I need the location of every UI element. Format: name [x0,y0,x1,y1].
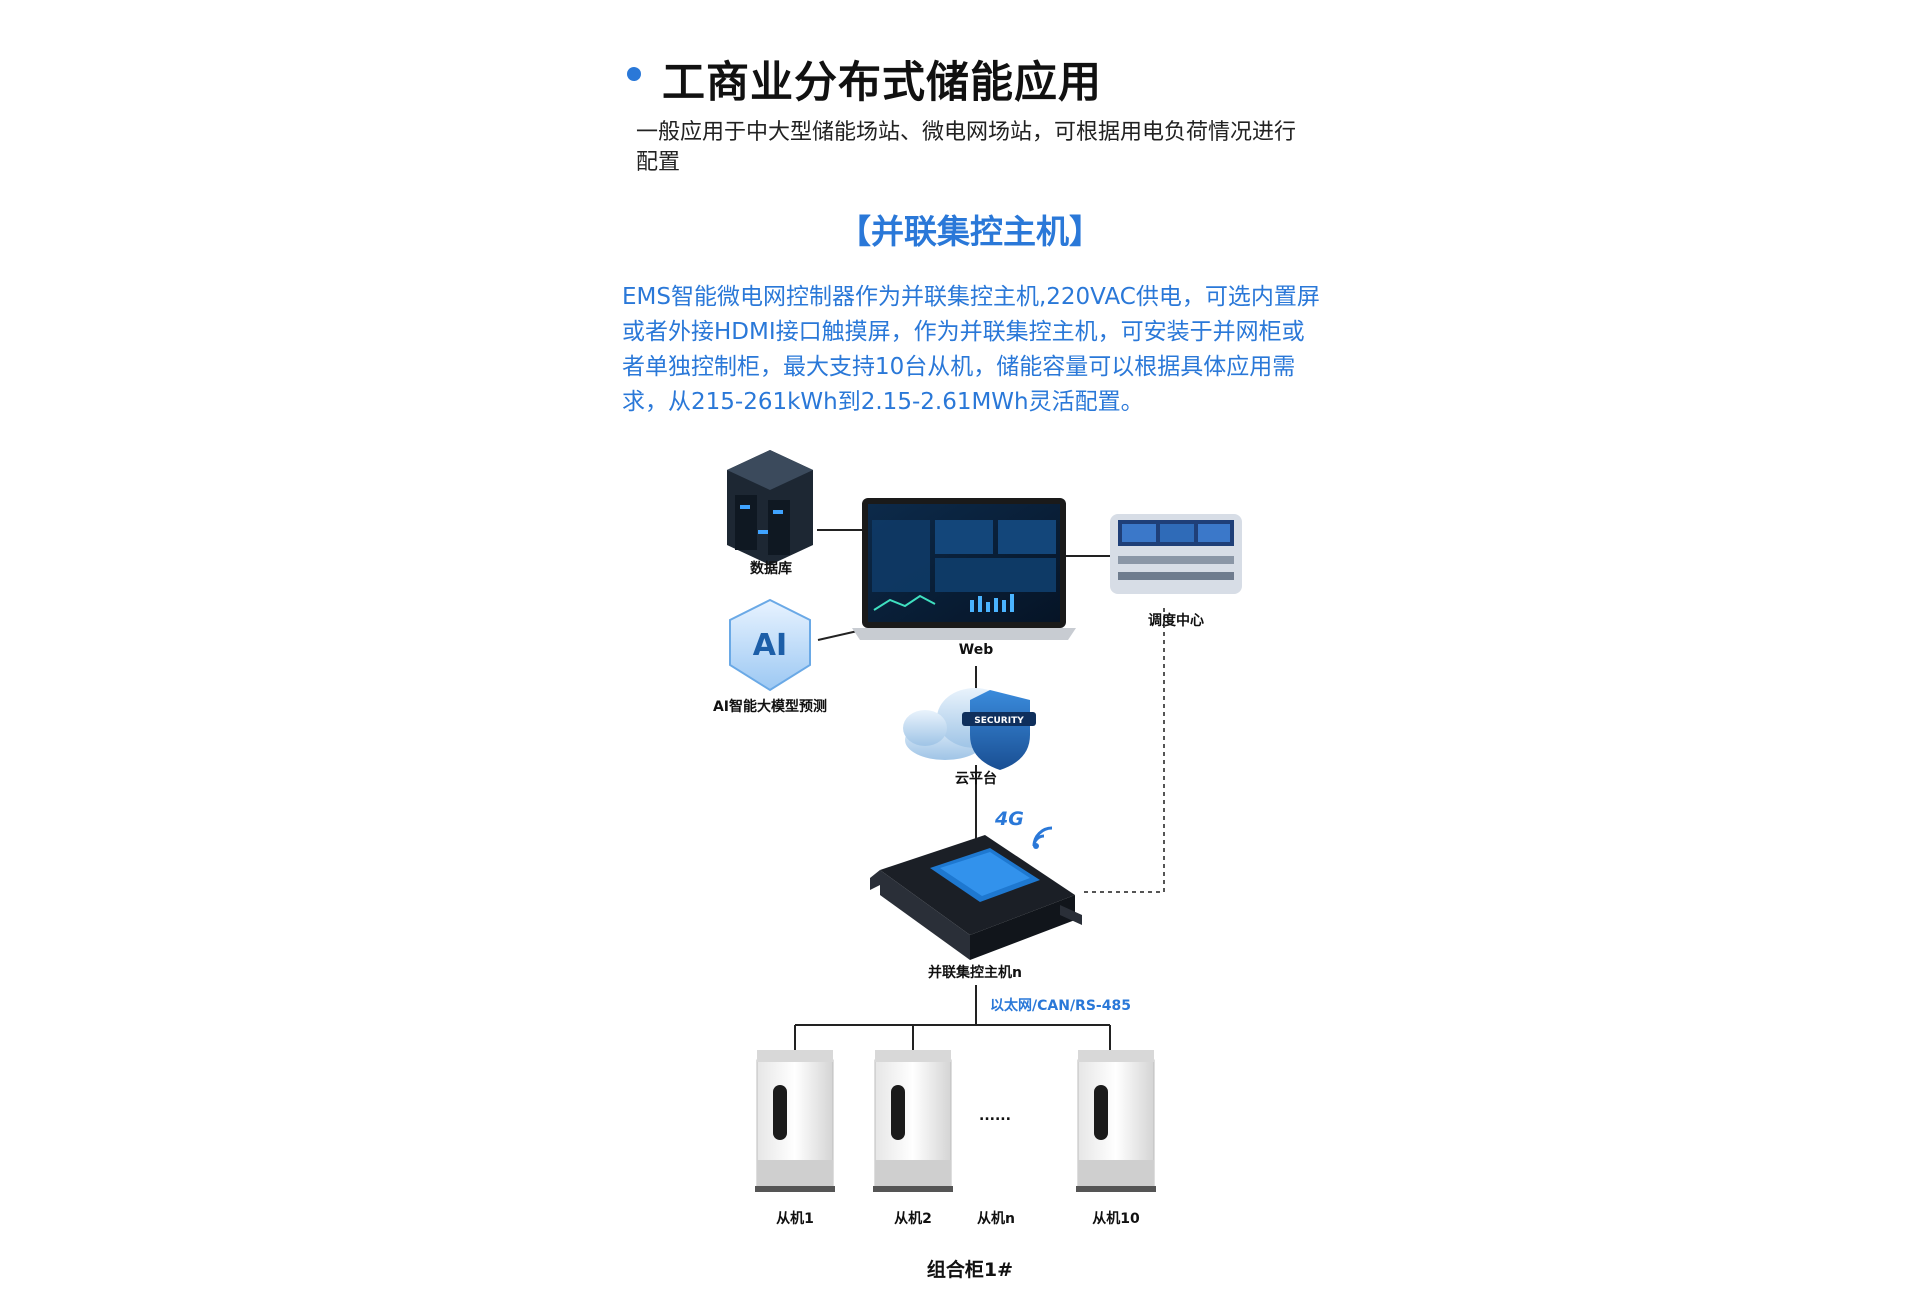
cloud-badge-text: SECURITY [974,716,1024,726]
database-icon [727,450,813,565]
controller-label: 并联集控主机n [928,965,1022,981]
database-label: 数据库 [750,561,792,577]
ai-icon: AI [729,598,811,692]
laptop-icon [852,498,1076,640]
slave-cabinet-10 [1076,1050,1156,1192]
svg-text:AI: AI [753,628,787,663]
section-description: EMS智能微电网控制器作为并联集控主机,220VAC供电，可选内置屏或者外接HD… [622,284,1320,415]
dispatch-label: 调度中心 [1148,613,1204,629]
slave-cabinet-1 [755,1050,835,1192]
cloud-icon: SECURITY [903,688,1036,770]
bullet-dot [627,67,641,81]
dashed-link-dispatch [1080,608,1165,893]
connection-label: 以太网/CAN/RS-485 [990,998,1131,1014]
ai-label: AI智能大模型预测 [712,699,828,715]
page-subtitle: 一般应用于中大型储能场站、微电网场站，可根据用电负荷情况进行配置 [636,120,1297,175]
controller-device-icon [870,835,1082,960]
slave-label: 从机1 [776,1211,814,1227]
page-title: 工商业分布式储能应用 [662,58,1102,108]
group-cabinet-label: 组合柜1# [926,1259,1014,1281]
slave-label: 从机n [977,1211,1015,1227]
signal-4g-icon: 4G [994,808,1053,849]
slave-label: 从机10 [1092,1211,1140,1227]
cloud-label: 云平台 [955,771,997,787]
ellipsis-label: ...... [979,1108,1011,1124]
slave-label: 从机2 [894,1211,932,1227]
slave-cabinet-2 [873,1050,953,1192]
web-label: Web [958,642,994,658]
dispatch-center-icon [1110,514,1242,594]
section-title: 【并联集控主机】 [838,212,1102,251]
signal-4g-text: 4G [994,808,1024,830]
